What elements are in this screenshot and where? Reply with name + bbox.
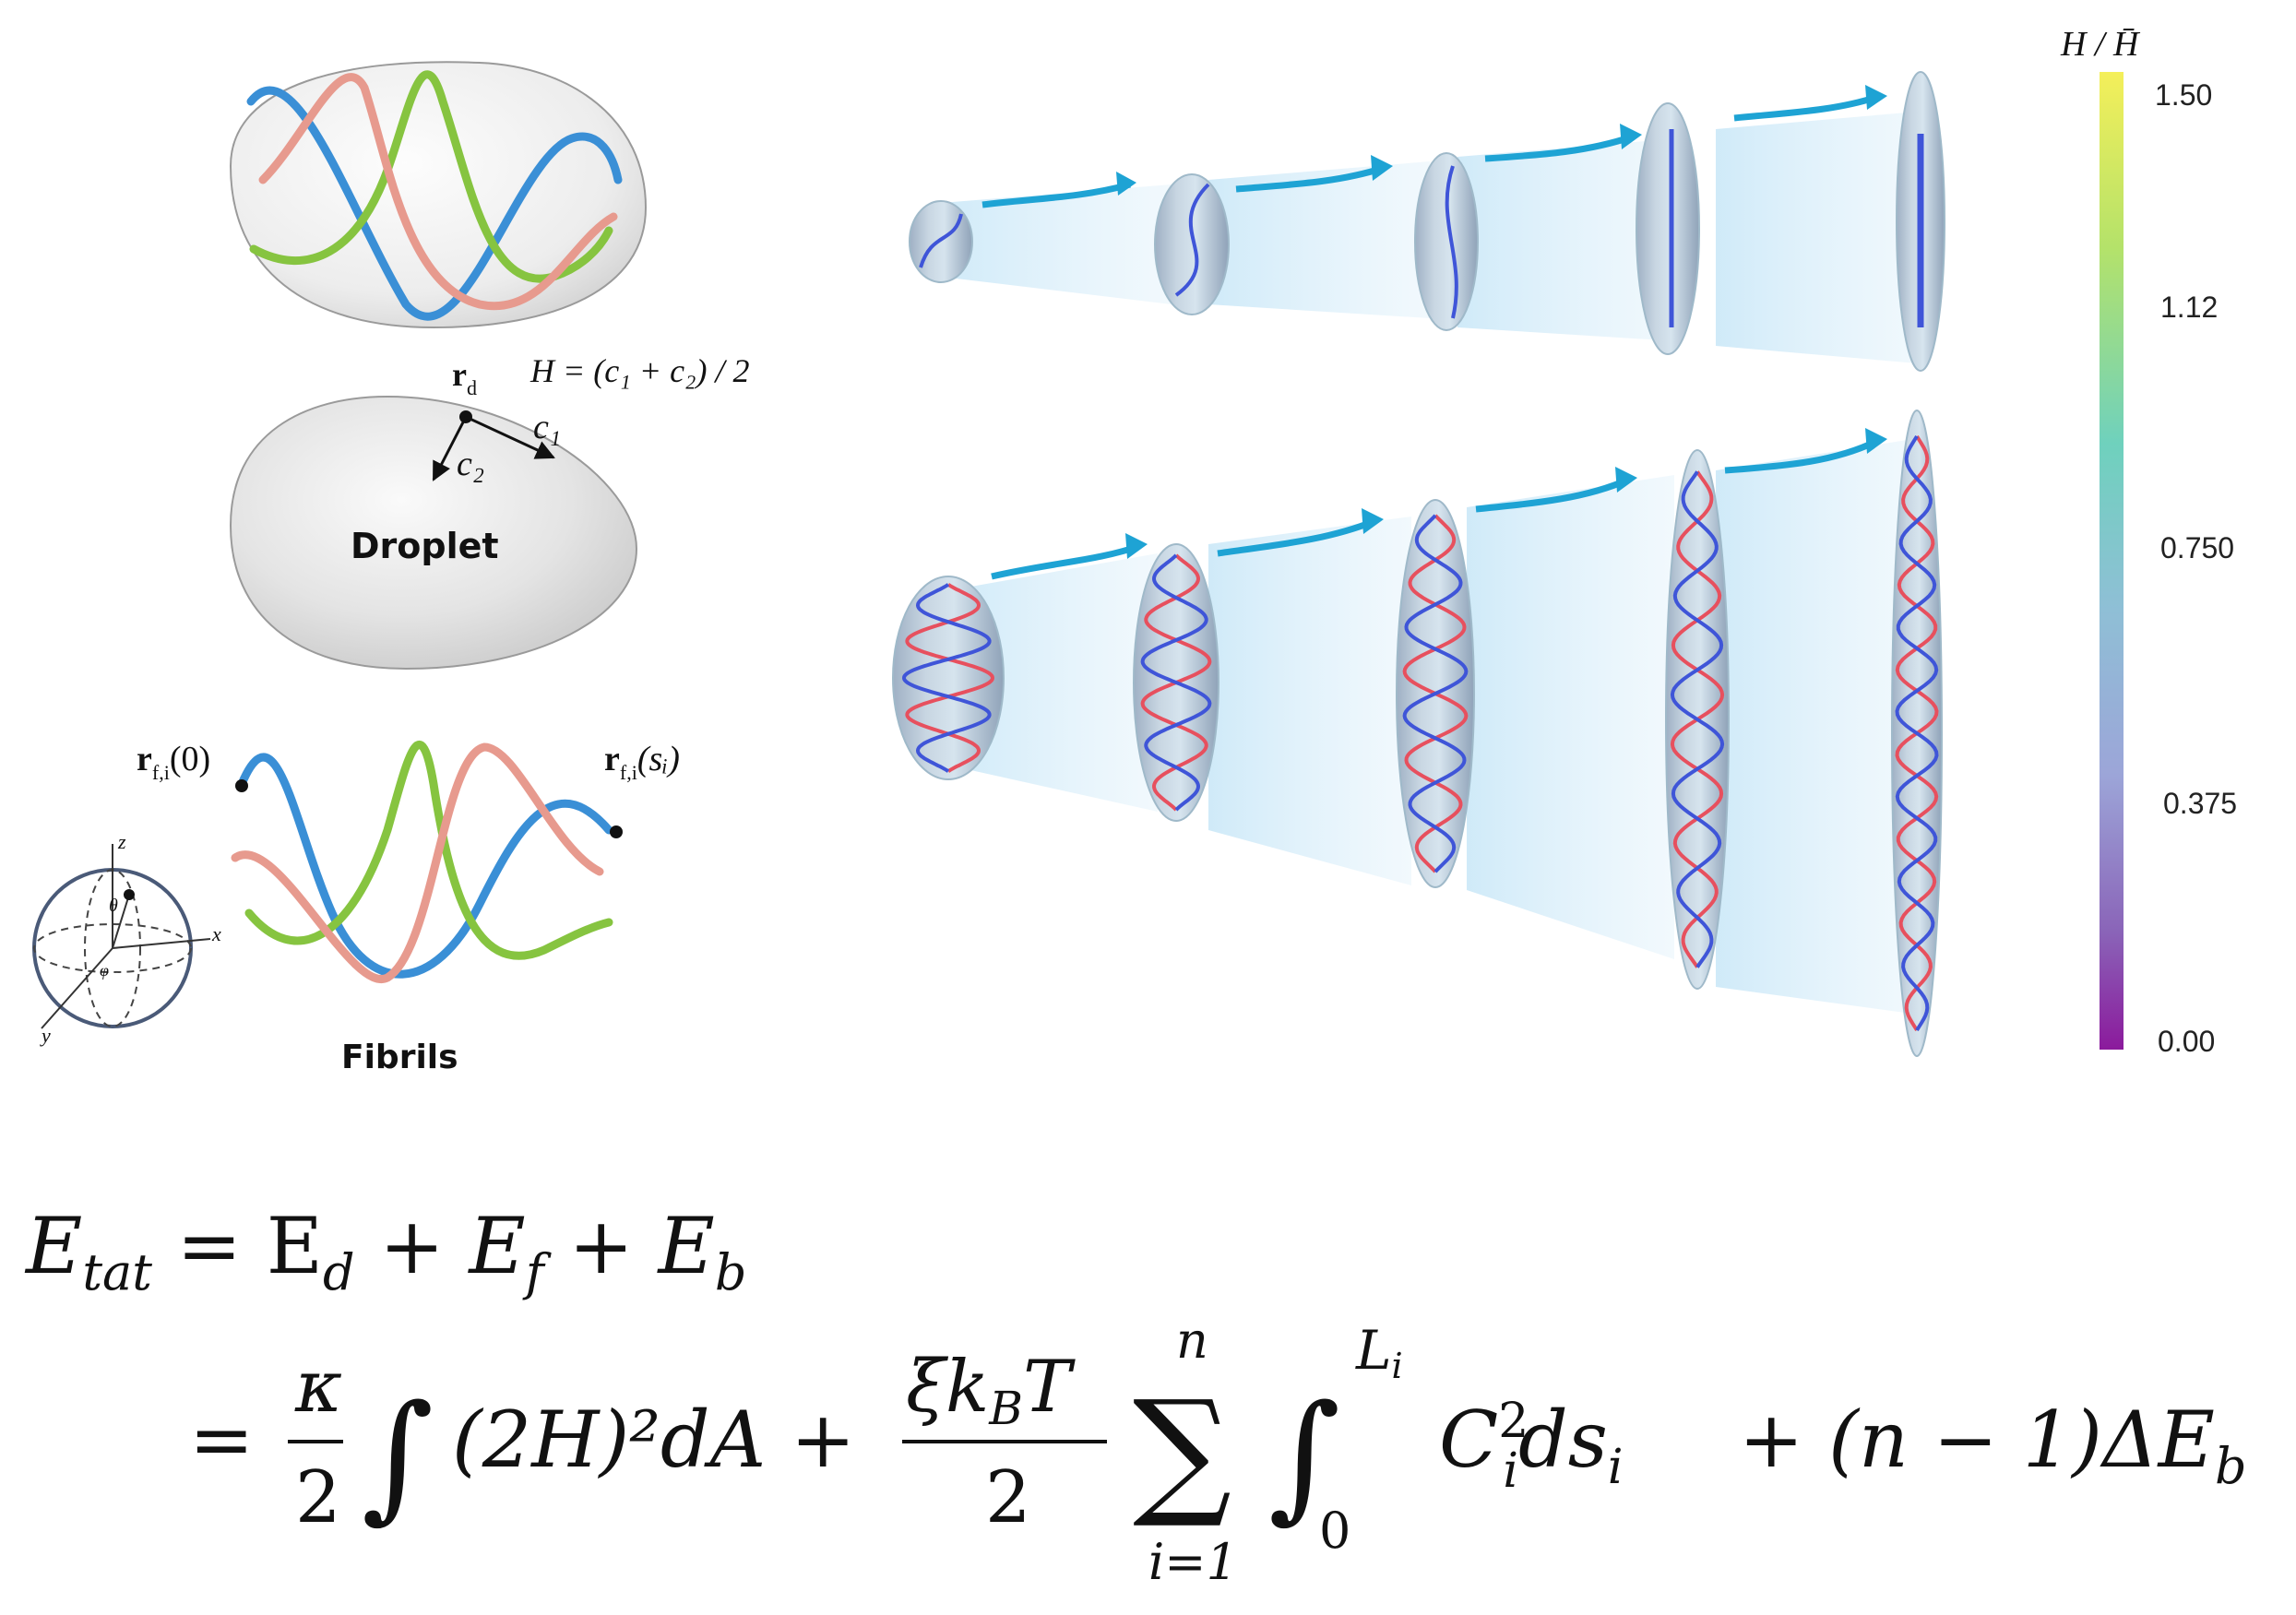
arrow-bot-4-head xyxy=(1865,428,1887,454)
term-3: + (n − 1)ΔEb xyxy=(1739,1395,2247,1495)
fibril-blue-top xyxy=(246,86,623,321)
droplet-label: Droplet xyxy=(351,526,499,566)
arrow-bot-1 xyxy=(991,542,1141,580)
phi-label: φ xyxy=(100,961,109,980)
c2-label: c₂ xyxy=(457,445,484,483)
xi-kbt-numerator: ξkBT xyxy=(906,1346,1076,1435)
beam-top-1 xyxy=(941,184,1172,304)
helix-strand-5-2 xyxy=(1895,434,1939,1032)
fibril-pink-top xyxy=(258,73,618,311)
sphere-point xyxy=(124,889,135,900)
beam-bot-1 xyxy=(950,553,1158,812)
arrow-bot-2 xyxy=(1217,517,1376,557)
kappa-denominator: 2 xyxy=(295,1456,341,1539)
sum-symbol: ∑ xyxy=(1133,1372,1231,1532)
helix-fibrils xyxy=(901,434,1939,1032)
helix-strand-1-1 xyxy=(905,583,995,773)
energy-equation: Etat = Ed + Ef + Eb = κ 2 ∫ (2H)²dA + ξk… xyxy=(24,1201,2247,1591)
beam-bot-2 xyxy=(1208,517,1411,885)
fibril-top-2 xyxy=(1174,183,1210,297)
sum-bottom: i=1 xyxy=(1148,1533,1238,1591)
arrow-top-4 xyxy=(1733,93,1879,122)
helix-strand-4-2 xyxy=(1670,470,1725,968)
beam-top-4 xyxy=(1716,111,1928,364)
fibril-start-point xyxy=(235,779,248,792)
colorbar-tick-4: 0.00 xyxy=(2158,1025,2215,1058)
arrow-top-3-head xyxy=(1620,124,1642,149)
arrow-bot-1-head xyxy=(1125,533,1148,559)
colorbar-tick-1: 1.12 xyxy=(2160,291,2218,324)
theta-label: θ xyxy=(109,896,118,916)
arrow-top-2-head xyxy=(1371,155,1393,181)
fibril-green xyxy=(244,741,613,960)
integral-2: ∫ xyxy=(1268,1376,1340,1537)
helix-strand-2-2 xyxy=(1140,553,1212,812)
term-1: (2H)²dA + xyxy=(452,1395,855,1485)
arrow-top-4-head xyxy=(1865,85,1887,110)
arrow-top-2 xyxy=(1235,164,1386,193)
droplet-shape xyxy=(229,395,638,671)
fibril-pink xyxy=(231,742,604,983)
arrow-bot-3-head xyxy=(1615,467,1637,493)
integral-1: ∫ xyxy=(362,1376,434,1537)
ellipsoid-top-3 xyxy=(1414,152,1479,331)
xi-kbt-denominator: 2 xyxy=(985,1456,1031,1539)
beam-top-3 xyxy=(1457,138,1679,341)
spherical-coordinates-sketch: z x y θ φ xyxy=(32,830,221,1047)
colorbar-tick-3: 0.375 xyxy=(2163,787,2237,820)
c2-arrow xyxy=(432,416,468,481)
fibril-start-label: rf,i(0) xyxy=(137,740,210,784)
c1-label: c₁ xyxy=(533,408,561,446)
fibril-top-3 xyxy=(1445,165,1458,319)
droplet-with-fibrils xyxy=(229,61,648,329)
axis-y-label: y xyxy=(40,1024,51,1047)
fibril-end-label: rf,i(sᵢ) xyxy=(604,740,680,784)
c1-arrow xyxy=(465,415,555,459)
fibril-top-1 xyxy=(919,213,963,268)
arrow-top-1-head xyxy=(1116,172,1136,196)
axis-z-label: z xyxy=(117,830,126,853)
kappa-numerator: κ xyxy=(294,1346,342,1429)
fibril-end-point xyxy=(610,825,623,838)
ellipsoid-top-2 xyxy=(1154,173,1230,315)
helix-strand-3-2 xyxy=(1402,514,1469,873)
radius-vector xyxy=(112,894,130,949)
beam-top-2 xyxy=(1208,161,1430,318)
arrow-top-1 xyxy=(981,181,1131,208)
colorbar-tick-2: 0.750 xyxy=(2160,531,2234,564)
integral-2-top: Li xyxy=(1355,1319,1403,1386)
colorbar-title: H / H̄ xyxy=(2060,25,2141,64)
beam-bot-3 xyxy=(1467,475,1674,959)
colorbar: H / H̄ 1.50 1.12 0.750 0.375 0.00 xyxy=(2060,25,2237,1058)
rd-label: rd xyxy=(452,356,477,399)
colorbar-tick-0: 1.50 xyxy=(2155,78,2212,112)
arrow-bot-4 xyxy=(1724,437,1879,474)
arrow-top-3 xyxy=(1484,133,1635,162)
deformation-sequence-top xyxy=(909,71,1945,372)
sum-top: n xyxy=(1176,1312,1208,1370)
colorbar-gradient xyxy=(2100,72,2124,1050)
axis-x-label: x xyxy=(211,922,221,945)
deformation-sequence-bottom xyxy=(892,410,1943,1057)
fibrils-group: rf,i(0) rf,i(sᵢ) Fibrils xyxy=(137,740,680,1076)
arrow-bot-2-head xyxy=(1362,508,1384,534)
droplet-outline-top xyxy=(229,61,648,329)
arrow-bot-3 xyxy=(1475,476,1630,513)
equation-equals: = xyxy=(189,1395,254,1485)
equation-line-1: Etat = Ed + Ef + Eb xyxy=(24,1201,746,1308)
ellipsoid-top-1 xyxy=(909,200,973,283)
fibrils-label: Fibrils xyxy=(341,1039,458,1076)
mean-curvature-formula: H = (c₁ + c₂) / 2 xyxy=(529,352,750,389)
sphere-equator xyxy=(33,923,192,973)
axis-y xyxy=(41,947,113,1029)
ellipsoid-bot-1 xyxy=(892,576,1005,780)
helix-strand-1-2 xyxy=(901,583,992,773)
integral-2-bottom: 0 xyxy=(1319,1502,1350,1560)
beam-bot-4 xyxy=(1716,438,1919,1015)
ellipsoid-top-4 xyxy=(1636,102,1700,355)
axis-x xyxy=(112,938,211,949)
droplet: rd H = (c₁ + c₂) / 2 c₁ c₂ Droplet xyxy=(229,352,750,671)
